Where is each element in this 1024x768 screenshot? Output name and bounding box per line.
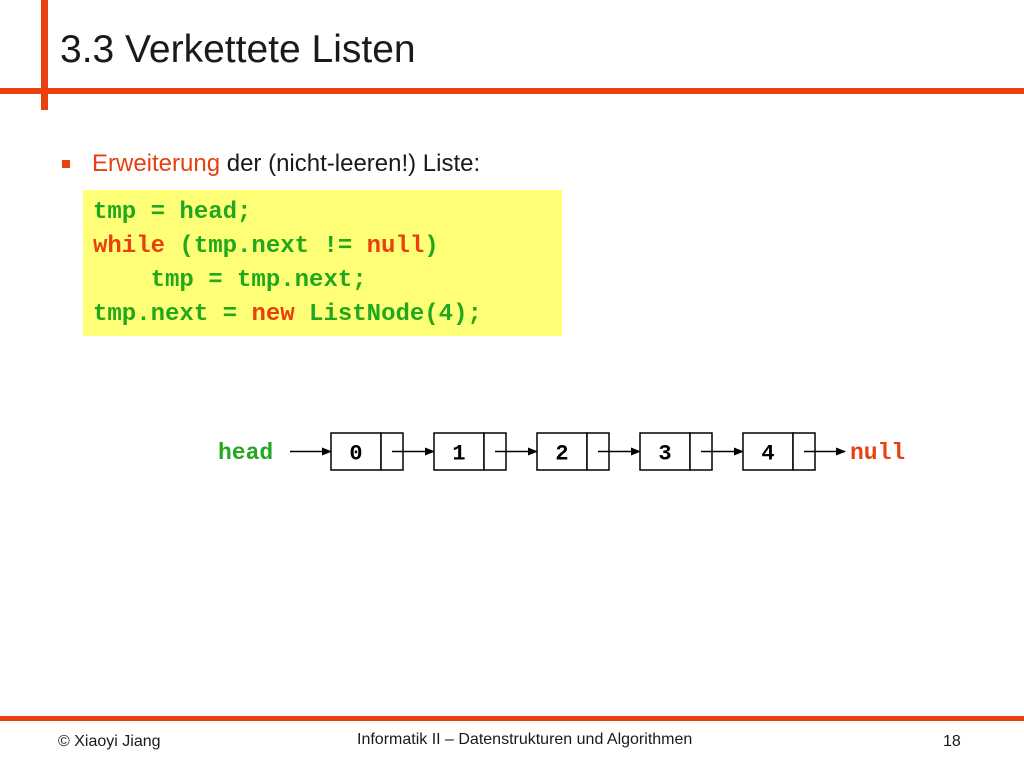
footer-copyright: © Xiaoyi Jiang [58, 733, 161, 750]
list-nodes: 0 1 2 3 4 [290, 432, 846, 471]
node-value: 0 [349, 442, 362, 467]
node-value-box [536, 432, 588, 471]
code-token: tmp.next = [93, 301, 252, 328]
code-token: new [251, 301, 295, 328]
title-accent-vertical-bar [41, 0, 48, 110]
node-value: 2 [555, 442, 568, 467]
code-token: while [93, 233, 166, 260]
footer-course-title: Informatik II – Datenstrukturen und Algo… [357, 731, 693, 748]
head-label: head [218, 440, 273, 466]
code-token: tmp = tmp.next; [93, 267, 367, 294]
bullet-text: Erweiterung der (nicht-leeren!) Liste: [92, 150, 480, 178]
node-value: 3 [658, 442, 671, 467]
bullet-rest: der (nicht-leeren!) Liste: [220, 150, 481, 177]
code-block: tmp = head; while (tmp.next != null) tmp… [83, 190, 562, 336]
null-label: null [850, 440, 905, 466]
code-token: (tmp.next != [165, 233, 367, 260]
node-value-box [330, 432, 382, 471]
node-value: 4 [761, 442, 774, 467]
code-token: null [366, 233, 425, 260]
node-value-box [639, 432, 691, 471]
bullet-highlight: Erweiterung [92, 150, 221, 177]
slide-title: 3.3 Verkettete Listen [60, 28, 416, 71]
code-token: ListNode(4); [294, 301, 482, 328]
code-text: tmp = head; while (tmp.next != null) tmp… [83, 190, 562, 332]
footer-accent-line [0, 716, 1024, 721]
code-token: tmp = head; [93, 199, 252, 226]
node-value: 1 [452, 442, 465, 467]
code-token: ) [424, 233, 439, 260]
title-accent-horizontal-bar [0, 88, 1024, 94]
page-number: 18 [943, 733, 961, 750]
square-bullet-icon [62, 160, 70, 168]
